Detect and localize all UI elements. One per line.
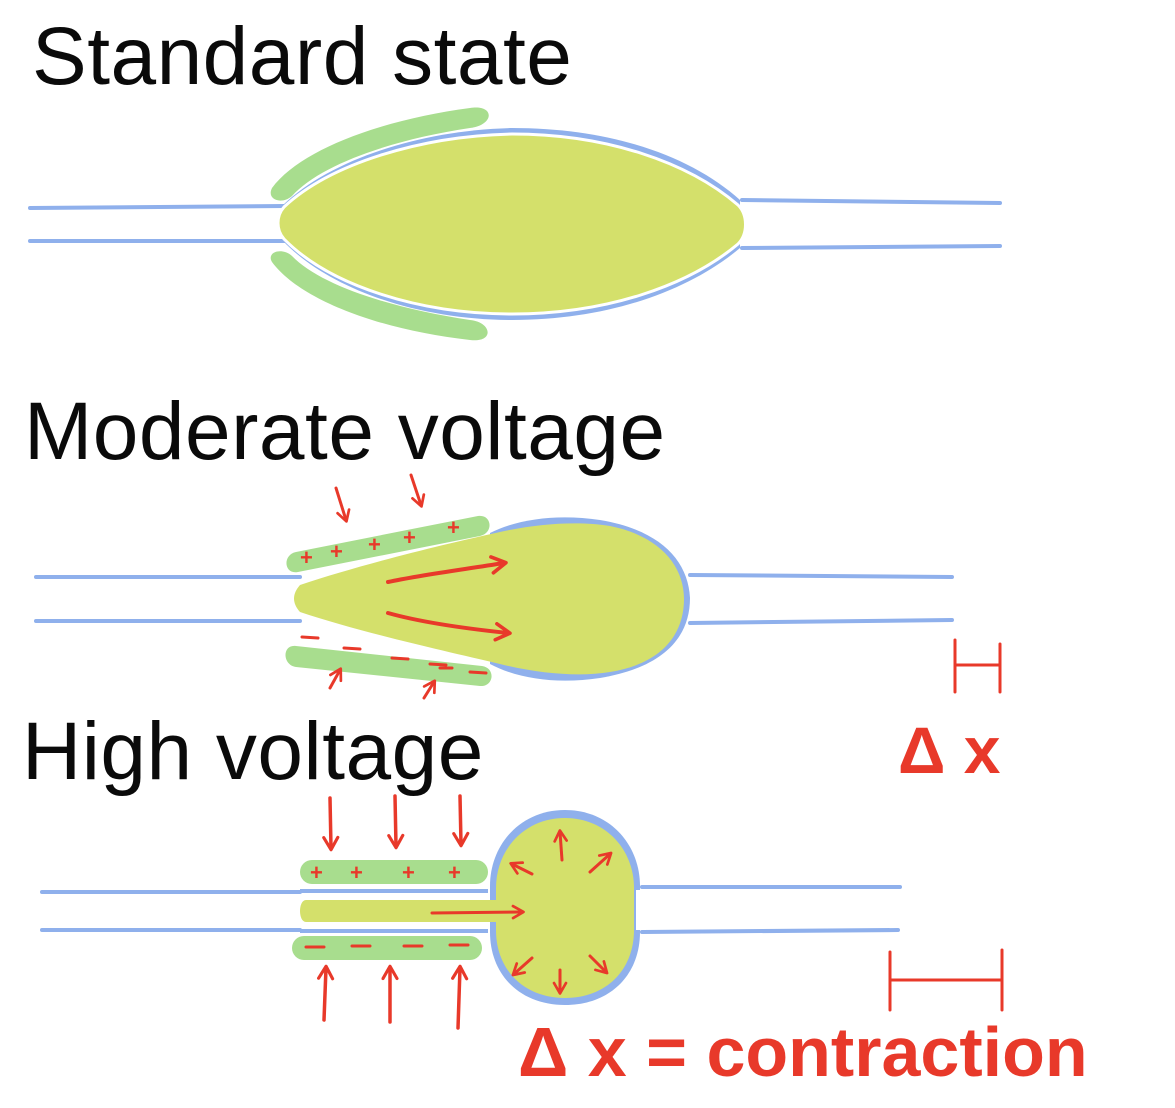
- bottom-electrode: [292, 936, 482, 960]
- right-tendon-upper: [688, 573, 954, 579]
- positive-charge: +: [402, 860, 415, 885]
- positive-charge: +: [300, 545, 313, 570]
- moderate-voltage-actuator: + + + + +: [34, 473, 1002, 700]
- delta-x-bracket: [953, 638, 1002, 694]
- right-tendon-lower: [640, 928, 900, 934]
- top-electrode: [300, 860, 488, 884]
- right-tendon-upper: [740, 198, 1002, 205]
- negative-charge: [342, 646, 362, 651]
- radial-arrow: [588, 954, 609, 975]
- positive-charge: +: [368, 532, 381, 557]
- standard-state-actuator: [28, 107, 1002, 341]
- right-tendon-lower: [740, 244, 1002, 250]
- positive-charge: +: [447, 515, 460, 540]
- negative-charge: [428, 662, 448, 667]
- radial-arrow: [588, 851, 613, 874]
- contraction-bracket: [888, 948, 1004, 1012]
- positive-charges: + + + +: [310, 860, 461, 885]
- compression-arrows: [328, 473, 437, 700]
- negative-charge: [300, 635, 320, 640]
- fluid-body: [276, 132, 747, 316]
- heading-high-voltage: High voltage: [22, 706, 484, 797]
- negative-charge: [468, 670, 488, 675]
- radial-pressure-arrows: [509, 829, 613, 995]
- heading-moderate-voltage: Moderate voltage: [24, 386, 666, 477]
- bulb-neck-gap: [636, 890, 646, 930]
- top-electrode: [286, 515, 490, 573]
- bottom-electrode: [285, 645, 492, 687]
- arrow-down: [409, 473, 426, 508]
- delta-x-contraction-label: Δ x = contraction: [518, 1013, 1088, 1091]
- flow-arrow: [430, 904, 525, 920]
- heading-standard-state: Standard state: [32, 11, 573, 102]
- high-voltage-actuator: + + + +: [40, 794, 1004, 1030]
- arrow-down: [322, 796, 340, 852]
- radial-arrow: [511, 956, 534, 977]
- top-electrode: [270, 107, 489, 201]
- radial-arrow: [553, 829, 568, 862]
- positive-charge: +: [350, 860, 363, 885]
- arrow-up: [317, 964, 335, 1022]
- arrow-up: [451, 964, 469, 1030]
- arrow-down: [334, 486, 351, 523]
- positive-charge: +: [403, 525, 416, 550]
- flow-arrows: [386, 555, 512, 642]
- right-tendon-lower: [688, 618, 954, 625]
- left-tendon-upper: [28, 204, 287, 210]
- arrow-down: [387, 794, 405, 850]
- positive-charge: +: [310, 860, 323, 885]
- flow-arrow: [386, 555, 508, 584]
- compression-arrows: [317, 794, 470, 1030]
- arrow-up: [422, 679, 437, 700]
- negative-charges: [300, 635, 488, 675]
- arrow-down: [452, 794, 470, 848]
- fluid-channel: [300, 900, 500, 922]
- positive-charge: +: [448, 860, 461, 885]
- flow-arrow: [386, 611, 512, 642]
- delta-x-label: Δ x: [898, 713, 1001, 787]
- negative-charge: [390, 656, 410, 661]
- positive-charge: +: [330, 539, 343, 564]
- arrow-up: [328, 667, 343, 690]
- fluid-body: [294, 523, 684, 675]
- bottom-electrode: [270, 251, 488, 341]
- negative-charges: [304, 943, 470, 949]
- positive-charges: + + + + +: [300, 515, 460, 570]
- radial-arrow: [509, 861, 534, 876]
